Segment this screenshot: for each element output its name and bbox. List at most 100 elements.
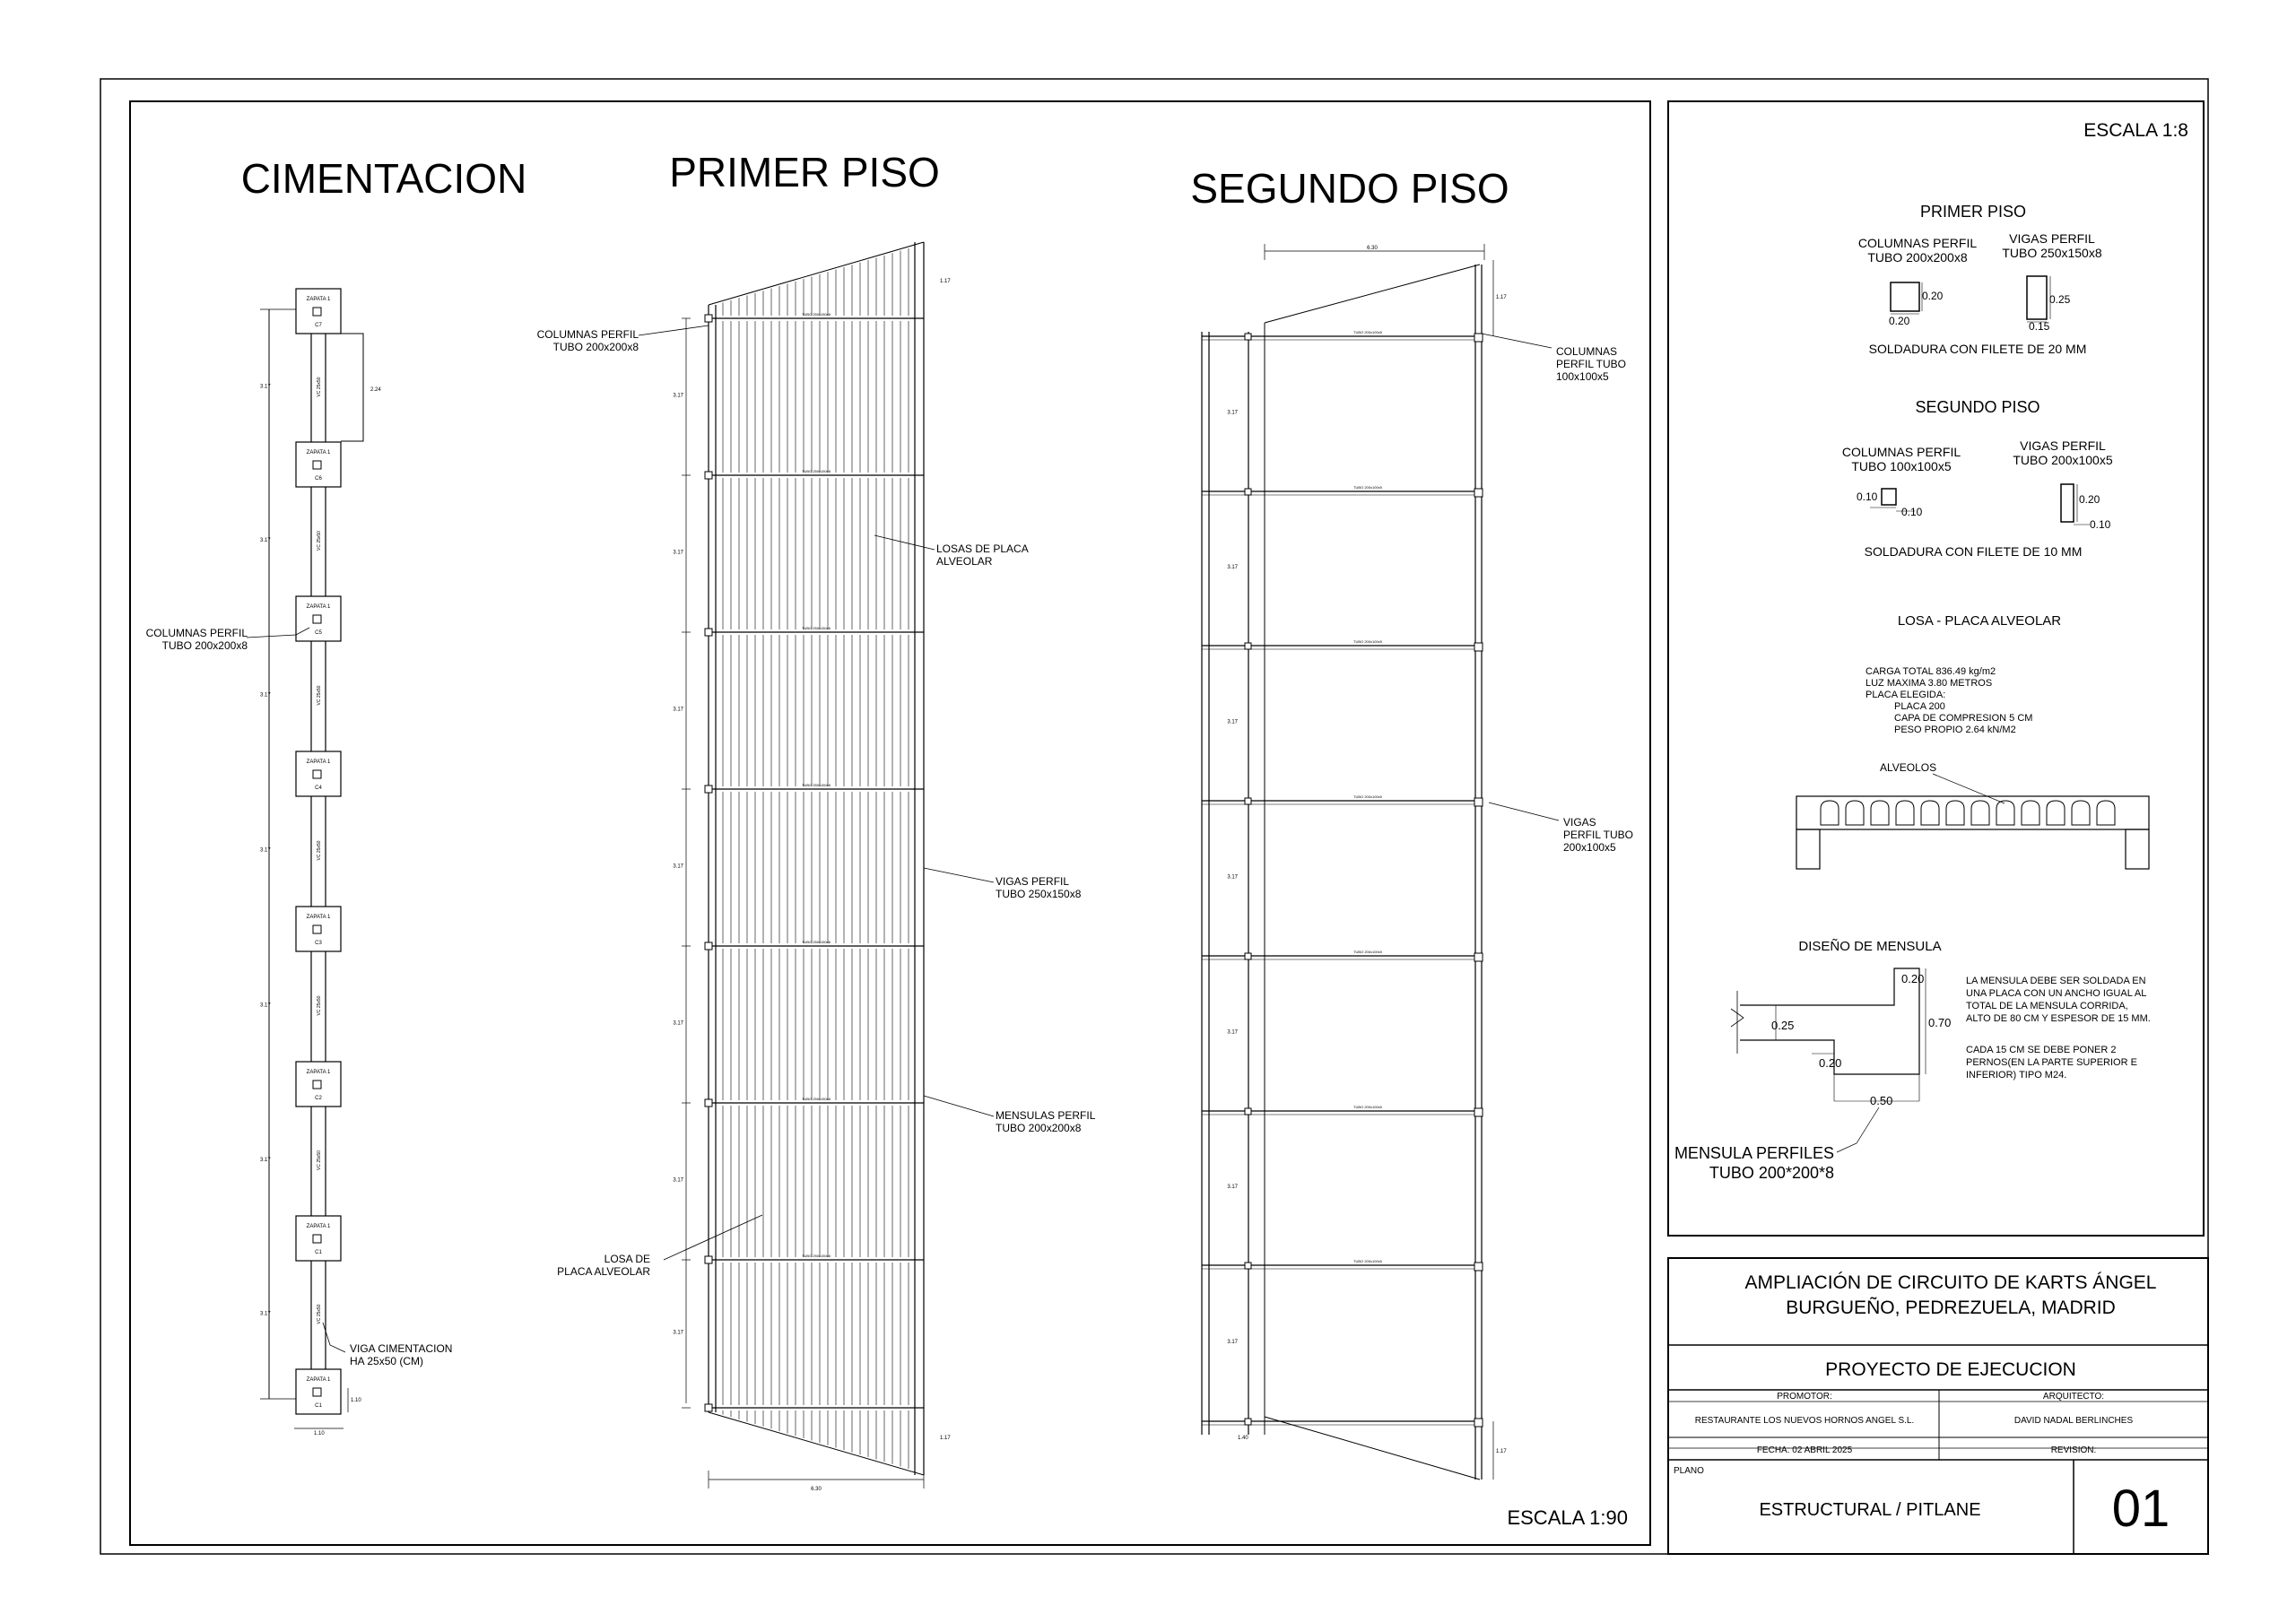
- sp-column: [1474, 797, 1483, 807]
- sp-column: [1244, 333, 1252, 341]
- detail-pp-col-dim-v: 0.20: [1922, 290, 1944, 302]
- cim-dim: 3.17: [260, 1158, 271, 1163]
- losa-line-3: PLACA ELEGIDA:: [1866, 690, 1945, 700]
- sp-column: [1244, 797, 1252, 805]
- footing-column: [312, 614, 322, 624]
- cim-beam-label: VC 25x50: [317, 995, 322, 1015]
- footing-column: [312, 1080, 322, 1089]
- pp-callout-columnas-1: COLUMNAS PERFIL: [537, 328, 639, 341]
- pp-column: [704, 1255, 713, 1264]
- sp-tube-label: TUBO 200x100x5: [1353, 1105, 1383, 1109]
- cim-beam-label: VC 25x50: [317, 1304, 322, 1324]
- footing-label: ZAPATA 1: [307, 915, 331, 920]
- pp-tube-label: TUBO 250x150x8: [802, 312, 831, 317]
- sp-tube-label: TUBO 200x100x5: [1353, 794, 1383, 799]
- pp-dim: 3.17: [673, 864, 683, 870]
- sp-column: [1244, 488, 1252, 496]
- sp-dim: 3.17: [1227, 565, 1238, 570]
- detail-sp-viga-2: TUBO 200x100x5: [2013, 453, 2112, 467]
- sp-dim: 3.17: [1227, 1185, 1238, 1190]
- primer-piso-plan: [638, 241, 995, 1488]
- mensula-note-2-line: CADA 15 CM SE DEBE PONER 2: [1966, 1045, 2117, 1055]
- losa-line-2: LUZ MAXIMA 3.80 METROS: [1866, 678, 1992, 689]
- alveolo-void: [2096, 800, 2116, 826]
- footing-zapata: [295, 595, 342, 642]
- sp-column: [1474, 1418, 1483, 1428]
- footing-id: C1: [315, 1250, 322, 1255]
- mensula-dim-inner: 0.20: [1819, 1056, 1841, 1070]
- plano-name: ESTRUCTURAL / PITLANE: [1759, 1500, 1980, 1520]
- callout-viga-cim-2: HA 25x50 (CM): [350, 1355, 423, 1367]
- mensula-dim-height: 0.70: [1928, 1016, 1951, 1029]
- pp-corner-dim-top: 1.17: [940, 279, 951, 284]
- sp-column: [1474, 642, 1483, 652]
- pp-callout-mensulas-2: TUBO 200x200x8: [996, 1122, 1082, 1134]
- segundo-piso-labels: SEGUNDO PISO COLUMNAS PERFIL TUBO 100x10…: [1190, 165, 1633, 1529]
- mensula-note-1-line: TOTAL DE LA MENSULA CORRIDA,: [1966, 1001, 2128, 1011]
- detail-pp-col-dim-h: 0.20: [1889, 315, 1910, 327]
- pp-column: [704, 314, 713, 323]
- footing-zapata: [295, 288, 342, 334]
- drawing-frame: [129, 100, 1651, 1546]
- plano-label: PLANO: [1674, 1466, 1704, 1476]
- pp-beam-section: [2026, 275, 2048, 320]
- sp-dim: 3.17: [1227, 875, 1238, 881]
- title-block-frame: [1667, 1257, 2209, 1555]
- promotor-label: PROMOTOR:: [1777, 1392, 1831, 1402]
- sp-beam-section: [2060, 483, 2074, 523]
- callout-columnas-cim-2: TUBO 200x200x8: [162, 639, 248, 652]
- pp-column: [704, 471, 713, 480]
- sp-dim: 3.17: [1227, 1030, 1238, 1036]
- footing-label: ZAPATA 1: [307, 759, 331, 765]
- alveolo-void: [2046, 800, 2066, 826]
- detail-pp-viga-1: VIGAS PERFIL: [2009, 231, 2095, 246]
- footing-zapata: [295, 1215, 342, 1262]
- mensula-dim-left: 0.25: [1771, 1019, 1794, 1032]
- alveolo-void: [1996, 800, 2015, 826]
- footing-id: C2: [315, 1096, 322, 1101]
- alveolo-void: [1970, 800, 1990, 826]
- footing-label: ZAPATA 1: [307, 604, 331, 610]
- sp-column: [1474, 1262, 1483, 1271]
- footing-label: ZAPATA 1: [307, 1070, 331, 1075]
- footing-label: ZAPATA 1: [307, 297, 331, 302]
- detail-sp-viga-1: VIGAS PERFIL: [2020, 438, 2106, 453]
- primer-piso-labels: PRIMER PISO COLUMNAS PERFIL TUBO 200x200…: [537, 149, 1096, 1492]
- segundo-piso-plan: [1201, 244, 1560, 1480]
- sp-column: [1474, 333, 1483, 343]
- sp-column: [1244, 952, 1252, 960]
- pp-tube-label: TUBO 250x150x8: [802, 1254, 831, 1258]
- alveolo-void: [1820, 800, 1839, 826]
- sp-tube-label: TUBO 200x100x5: [1353, 1259, 1383, 1263]
- promotor-value: RESTAURANTE LOS NUEVOS HORNOS ANGEL S.L.: [1695, 1416, 1915, 1426]
- callout-viga-cim-1: VIGA CIMENTACION: [350, 1342, 452, 1355]
- pp-callout-losa-2: PLACA ALVEOLAR: [557, 1265, 650, 1278]
- alveolo-void: [1920, 800, 1940, 826]
- pp-corner-dim-bottom: 1.17: [940, 1436, 951, 1441]
- alveolo-void: [2021, 800, 2040, 826]
- losa-indent-2: CAPA DE COMPRESION 5 CM: [1894, 713, 2032, 724]
- hollow-core-slab-section: [1796, 773, 2150, 870]
- cim-beam-label: VC 25x50: [317, 531, 322, 551]
- pp-column: [704, 785, 713, 794]
- pp-column: [704, 1403, 713, 1412]
- alveolos-label: ALVEOLOS: [1880, 761, 1936, 774]
- detail-sp-title: SEGUNDO PISO: [1915, 398, 2039, 416]
- footing-zapata: [295, 1061, 342, 1107]
- alveolo-void: [1895, 800, 1915, 826]
- pp-column: [704, 1098, 713, 1107]
- pp-tube-label: TUBO 250x150x8: [802, 626, 831, 630]
- sp-tube-label: TUBO 200x100x5: [1353, 950, 1383, 954]
- cim-dim: 3.17: [260, 1003, 271, 1009]
- cim-beam-label: VC 25x50: [317, 840, 322, 860]
- mensula-note-2-line: PERNOS(EN LA PARTE SUPERIOR E: [1966, 1057, 2137, 1068]
- cim-beam-label: VC 25x50: [317, 685, 322, 705]
- footing-id: C6: [315, 476, 322, 482]
- title-block: AMPLIACIÓN DE CIRCUITO DE KARTS ÁNGEL BU…: [1674, 1272, 2170, 1538]
- cim-dim: 3.17: [260, 538, 271, 543]
- pp-dim: 3.17: [673, 1178, 683, 1184]
- cim-dim: 3.17: [260, 1312, 271, 1317]
- footing-label: ZAPATA 1: [307, 1377, 331, 1383]
